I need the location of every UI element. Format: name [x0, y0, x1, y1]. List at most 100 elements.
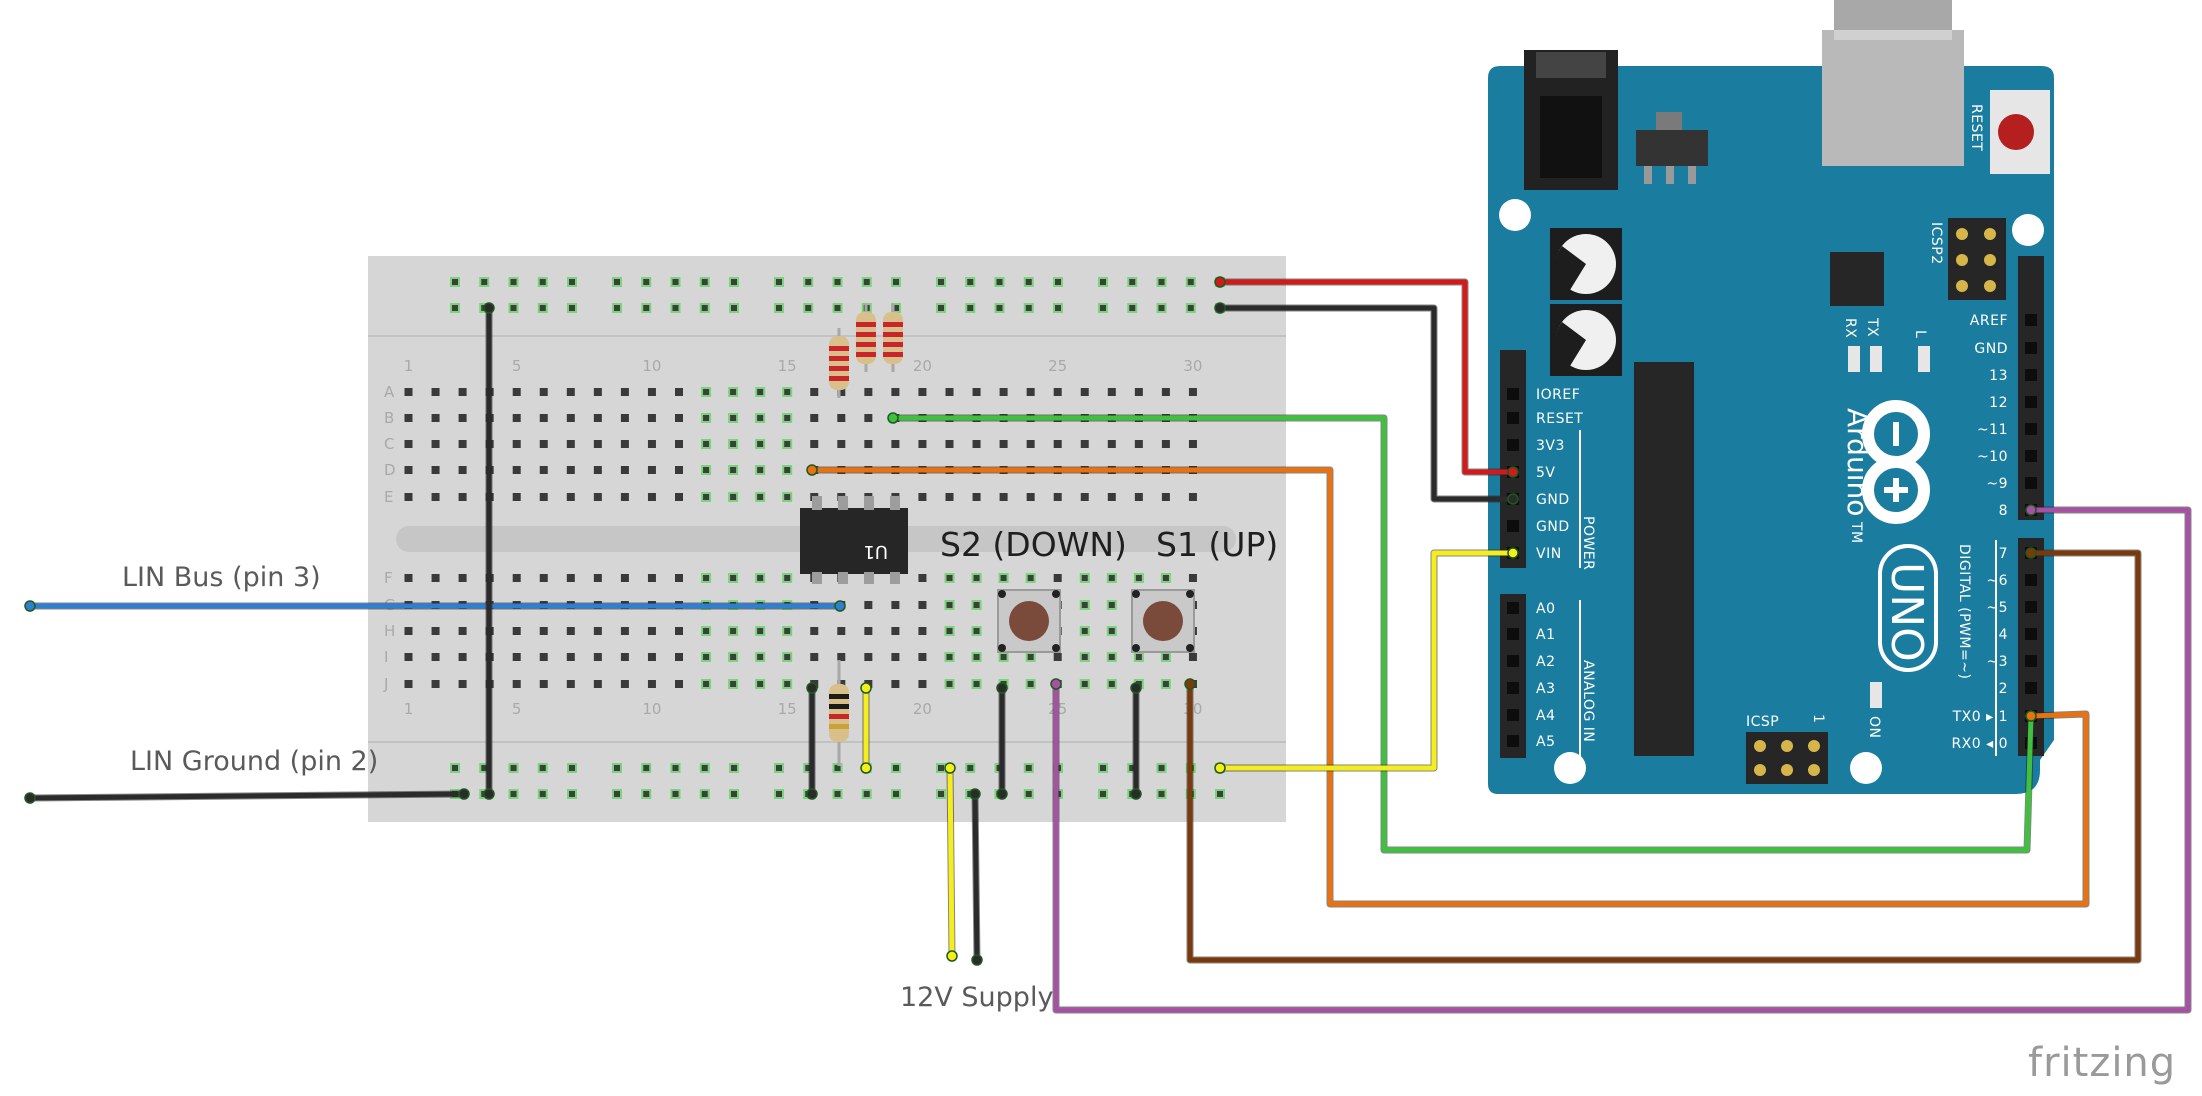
- breadboard-hole: [431, 388, 440, 396]
- breadboard-hole: [1107, 388, 1116, 396]
- breadboard-hole: [864, 627, 873, 635]
- breadboard-hole: [675, 627, 683, 635]
- wire-supply-positive: [947, 765, 955, 959]
- fritzing-watermark: fritzing: [2028, 1040, 2176, 1086]
- breadboard-hole: [512, 680, 521, 688]
- breadboard-hole: [539, 574, 548, 582]
- breadboard-hole: [620, 680, 629, 688]
- breadboard-hole: [539, 493, 548, 501]
- breadboard-hole: [593, 466, 602, 474]
- icsp2-header: [1948, 218, 2006, 300]
- header-pin: [1507, 439, 1519, 451]
- breadboard-hole: [404, 680, 413, 688]
- breadboard-hole: [593, 574, 602, 582]
- led-rx-label: RX: [1842, 318, 1858, 338]
- breadboard-hole: [647, 653, 656, 661]
- digital-section-label: DIGITAL (PWM=~): [1956, 544, 1972, 679]
- uno-badge: [1878, 544, 1938, 672]
- led-rx: [1848, 346, 1860, 372]
- breadboard-hole: [404, 653, 413, 661]
- pin-label: GND: [1536, 519, 1570, 535]
- mounting-hole: [1554, 752, 1586, 784]
- breadboard-hole: [431, 414, 440, 422]
- breadboard-hole: [512, 440, 521, 448]
- breadboard-hole: [1134, 440, 1143, 448]
- breadboard-hole: [918, 388, 927, 396]
- mounting-hole: [1850, 752, 1882, 784]
- pin-label: A1: [1536, 627, 1555, 643]
- breadboard-hole: [1026, 493, 1035, 501]
- pin-label: GND: [1974, 341, 2008, 357]
- pin-label: 7: [1999, 546, 2008, 562]
- header-pin: [2025, 682, 2037, 694]
- breadboard-hole: [593, 414, 602, 422]
- wire-rx: [809, 467, 2089, 907]
- power-section-label: POWER: [1580, 516, 1596, 570]
- breadboard-hole: [458, 653, 467, 661]
- breadboard-hole: [810, 388, 819, 396]
- breadboard-hole: [512, 466, 521, 474]
- header-pin: [2025, 396, 2037, 408]
- pin-label: VIN: [1536, 546, 1562, 562]
- breadboard-hole: [1026, 440, 1035, 448]
- breadboard-hole: [539, 414, 548, 422]
- breadboard-hole: [593, 653, 602, 661]
- pin-label: ~11: [1977, 422, 2008, 438]
- breadboard-hole: [566, 680, 575, 688]
- breadboard-hole: [647, 466, 656, 474]
- breadboard-hole: [1161, 388, 1170, 396]
- breadboard-hole: [945, 440, 954, 448]
- breadboard-hole: [458, 414, 467, 422]
- header-pin: [1507, 682, 1519, 694]
- breadboard-hole: [512, 414, 521, 422]
- s1-label: S1 (UP): [1156, 525, 1278, 564]
- breadboard-hole: [620, 466, 629, 474]
- breadboard-hole: [810, 627, 819, 635]
- breadboard-hole: [999, 388, 1008, 396]
- breadboard-hole: [404, 440, 413, 448]
- reset-button-cap[interactable]: [1998, 114, 2034, 150]
- chip-u1: U1: [800, 496, 908, 584]
- analog-header: [1500, 594, 1526, 758]
- breadboard-hole: [945, 388, 954, 396]
- usb-chip: [1830, 252, 1884, 306]
- header-pin: [2025, 423, 2037, 435]
- button-s2[interactable]: [997, 589, 1061, 653]
- power-header: [1500, 350, 1526, 568]
- voltage-regulator: [1636, 130, 1708, 166]
- pin-label: ~9: [1986, 476, 2008, 492]
- breadboard-hole: [1107, 440, 1116, 448]
- breadboard-hole: [810, 414, 819, 422]
- breadboard-hole: [647, 388, 656, 396]
- breadboard-hole: [620, 440, 629, 448]
- breadboard-hole: [918, 493, 927, 501]
- lin-ground-label: LIN Ground (pin 2): [130, 746, 378, 777]
- row-letter: J: [383, 675, 388, 693]
- pulldown-resistor: [829, 660, 849, 766]
- breadboard-hole: [891, 653, 900, 661]
- column-number: 20: [913, 700, 932, 718]
- wire-supply-ground: [972, 791, 980, 963]
- breadboard-hole: [512, 627, 521, 635]
- pullup-resistor-3: [883, 304, 903, 372]
- column-number: 10: [642, 700, 661, 718]
- breadboard-hole: [566, 414, 575, 422]
- breadboard-hole: [593, 680, 602, 688]
- breadboard-hole: [647, 440, 656, 448]
- breadboard-hole: [431, 680, 440, 688]
- breadboard-hole: [458, 680, 467, 688]
- breadboard-hole: [864, 653, 873, 661]
- breadboard-hole: [620, 574, 629, 582]
- usb-connector-top: [1834, 0, 1952, 32]
- breadboard-hole: [593, 627, 602, 635]
- breadboard-hole: [566, 627, 575, 635]
- breadboard-hole: [1080, 440, 1089, 448]
- icsp-pin1-label: 1: [1810, 714, 1826, 723]
- column-number: 15: [778, 357, 797, 375]
- led-tx-label: TX: [1864, 317, 1880, 337]
- led-l: [1918, 346, 1930, 372]
- header-pin: [1507, 735, 1519, 747]
- header-pin: [1507, 412, 1519, 424]
- button-s1[interactable]: [1131, 589, 1195, 653]
